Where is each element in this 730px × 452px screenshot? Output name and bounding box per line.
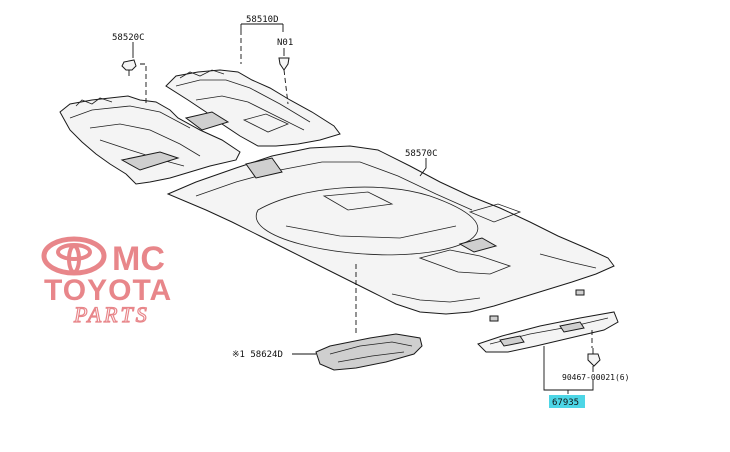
- label-90467[interactable]: 90467-00021(6): [562, 373, 629, 382]
- middle-carpet-58510d: [165, 69, 341, 147]
- clip-58520c-icon: [121, 59, 137, 76]
- rear-scuff-plate-67935: [477, 311, 619, 353]
- label-58510d[interactable]: 58510D: [246, 15, 279, 25]
- clip-90467-icon: [587, 348, 601, 367]
- leader-lines: [132, 23, 594, 394]
- logo-toyota-text: TOYOTA: [44, 274, 172, 307]
- logo-parts-text: PARTS: [73, 302, 150, 327]
- toyota-emblem-icon: [41, 236, 107, 276]
- label-58520c[interactable]: 58520C: [112, 33, 145, 43]
- clip-icon: [489, 315, 499, 322]
- clip-n01-icon: [278, 57, 290, 71]
- rear-carpet-58570c: [166, 145, 615, 322]
- floor-carpet-58624d: [315, 333, 423, 371]
- label-67935[interactable]: 67935: [552, 398, 579, 408]
- toyota-logo-watermark: MC TOYOTA PARTS: [41, 236, 172, 328]
- label-58570c[interactable]: 58570C: [405, 149, 438, 159]
- highlight-67935: [549, 395, 585, 408]
- front-carpet-58520c: [59, 95, 241, 185]
- part-labels: 58520C 58510D N01 58570C ※1 58624D 90467…: [112, 15, 629, 408]
- clip-icon: [575, 289, 585, 296]
- label-n01[interactable]: N01: [277, 38, 293, 48]
- label-58624d[interactable]: ※1 58624D: [232, 350, 283, 360]
- logo-mc-text: MC: [112, 240, 165, 278]
